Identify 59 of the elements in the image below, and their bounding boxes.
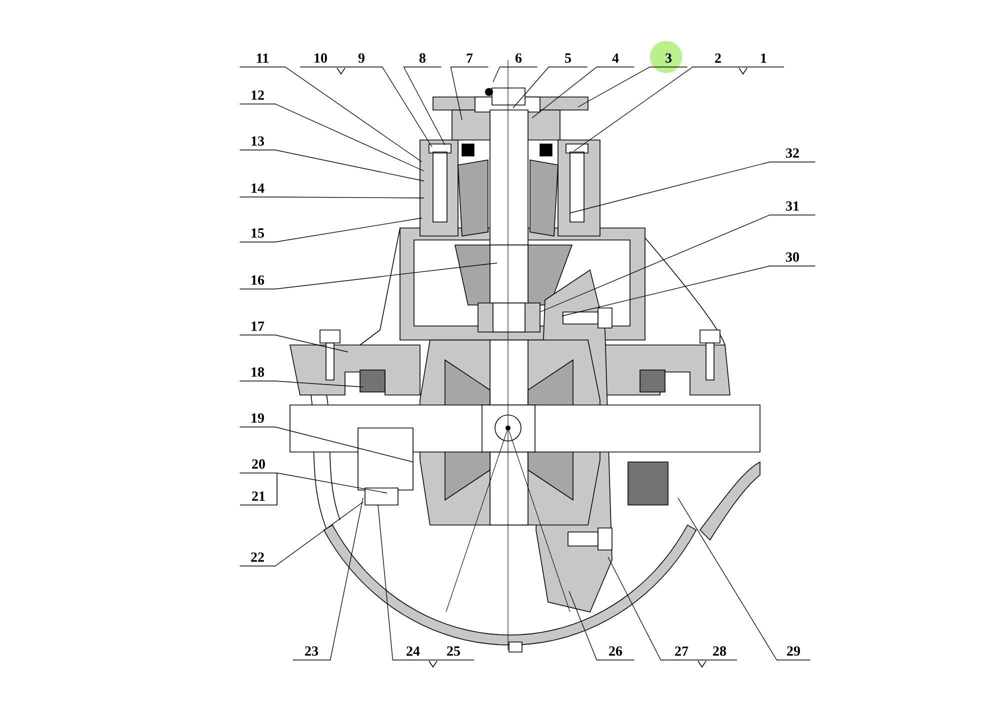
leader-line <box>300 66 432 148</box>
leader-line <box>678 498 811 660</box>
leader-line <box>239 150 424 182</box>
callout-number: 28 <box>713 646 726 656</box>
leader-line <box>239 218 422 242</box>
leader-line <box>239 426 414 462</box>
leader-line <box>239 196 424 198</box>
callout-number: 5 <box>565 53 571 63</box>
callout-number: 30 <box>786 252 799 262</box>
leader-line <box>239 66 422 162</box>
leader-line <box>292 498 364 660</box>
leader-line <box>578 66 688 108</box>
leader-line <box>540 214 816 312</box>
leader-line <box>378 504 474 660</box>
callout-number: 17 <box>252 321 264 331</box>
leader-line <box>450 66 489 120</box>
callout-number: 25 <box>447 646 460 656</box>
callout-number: 4 <box>612 54 619 63</box>
callout-number: 2 <box>715 53 721 63</box>
callout-number: 21 <box>252 491 265 501</box>
leader-line <box>239 334 348 352</box>
callout-number: 1 <box>761 54 766 63</box>
leader-line <box>239 104 424 172</box>
leader-line <box>570 162 816 214</box>
callout-number: 12 <box>252 90 264 100</box>
callout-number: 6 <box>515 53 522 63</box>
callout-number: 14 <box>252 184 264 193</box>
callout-number: 29 <box>787 646 800 656</box>
callout-number: 16 <box>252 275 264 285</box>
callout-number: 20 <box>252 459 265 469</box>
leader-line <box>239 502 364 566</box>
leader-line <box>512 66 588 108</box>
callout-number: 23 <box>305 646 318 656</box>
leader-line <box>239 262 498 290</box>
callout-number: 31 <box>786 201 799 211</box>
callout-number: 27 <box>675 646 688 656</box>
callout-number: 15 <box>252 228 264 238</box>
leader-line <box>608 556 738 660</box>
leader-line <box>568 590 635 660</box>
callout-number: 32 <box>786 148 799 158</box>
leader-line <box>532 66 635 118</box>
callout-number: 18 <box>252 367 264 377</box>
callout-number: 7 <box>466 54 473 63</box>
leader-line <box>562 266 816 316</box>
leader-line <box>492 66 538 82</box>
callout-number: 13 <box>252 136 264 146</box>
callout-number: 3 <box>666 53 672 63</box>
callout-number: 26 <box>609 646 622 656</box>
leader-line <box>239 472 388 494</box>
callout-number: 24 <box>406 646 420 656</box>
callout-number: 9 <box>358 53 364 63</box>
callout-number: 22 <box>251 552 264 562</box>
callout-number: 10 <box>314 53 327 63</box>
leader-line <box>574 66 784 152</box>
leader-line <box>239 380 364 388</box>
callout-number: 11 <box>257 54 268 63</box>
callout-number: 19 <box>252 413 264 423</box>
leader-line <box>403 66 446 146</box>
callout-number: 8 <box>419 53 426 63</box>
